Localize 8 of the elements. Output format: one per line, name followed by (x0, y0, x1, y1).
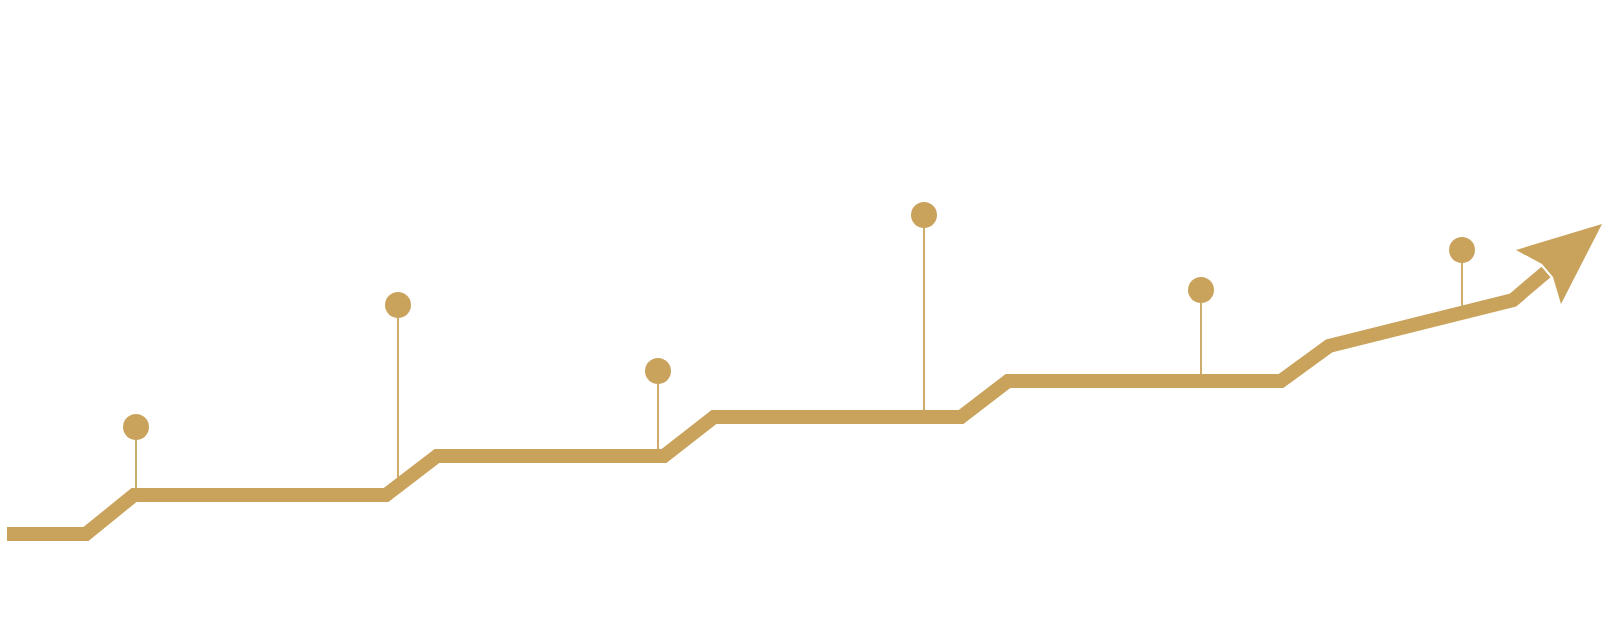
pin-line (135, 439, 137, 489)
staircase-arrow (7, 224, 1602, 541)
pin-line (397, 317, 399, 480)
pin-line (1200, 302, 1202, 375)
marker-dot (911, 202, 937, 228)
pin-line (923, 227, 925, 411)
pin-line (657, 383, 659, 450)
pin-line (1461, 262, 1463, 307)
